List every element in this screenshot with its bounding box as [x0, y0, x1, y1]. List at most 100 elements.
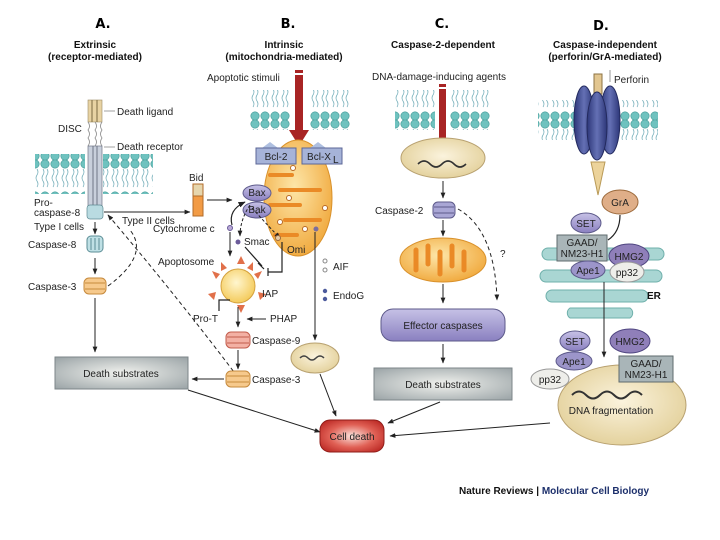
membrane-b-left — [250, 90, 290, 130]
label-type-ii-cells: Type II cells — [122, 216, 175, 227]
label-bclxl-sub: L — [333, 155, 339, 166]
label-caspase9: Caspase-9 — [252, 336, 301, 347]
label-gaad-2b: NM23-H1 — [625, 370, 668, 381]
label-gaad-1b: NM23-H1 — [561, 249, 604, 260]
endog-dot-1 — [322, 288, 328, 294]
label-death-ligand: Death ligand — [117, 107, 173, 118]
label-set-1: SET — [576, 219, 595, 230]
label-er: ER — [647, 291, 662, 302]
label-dna-agents: DNA-damage-inducing agents — [372, 72, 506, 83]
arrow-cyt-c-release — [230, 201, 246, 226]
nucleus-c — [400, 137, 486, 179]
label-pp32-2: pp32 — [539, 375, 562, 386]
label-gaad-2a: GAAD/ — [630, 359, 661, 370]
membrane-a-right — [103, 154, 153, 194]
mitochondrion-c — [399, 237, 487, 283]
panel-d-title: Caspase-independent — [553, 40, 658, 51]
label-omi: Omi — [287, 245, 305, 256]
label-apoptosome: Apoptosome — [158, 257, 215, 268]
label-caspase3-b: Caspase-3 — [252, 375, 301, 386]
label-smac: Smac — [244, 237, 270, 248]
membrane-b-right — [310, 90, 350, 130]
caspase3-a-icon — [83, 277, 107, 295]
dashed-caspase2-to-effector — [457, 208, 500, 301]
panel-letter-c: C. — [435, 17, 449, 32]
set-blob-1 — [570, 212, 602, 234]
label-ape1-2: Ape1 — [562, 357, 586, 368]
bcl2-box: Bcl-2 — [255, 142, 297, 165]
label-ape1-1: Ape1 — [576, 266, 600, 277]
label-death-substrates-a: Death substrates — [83, 369, 159, 380]
panel-b-header: B. Intrinsic (mitochondria-mediated) — [225, 17, 342, 63]
hmg2-blob-2 — [609, 328, 651, 354]
label-type-i-cells: Type I cells — [34, 222, 84, 233]
set-blob-2 — [559, 330, 591, 352]
smac-dot — [235, 239, 241, 245]
gra-blob — [601, 189, 639, 215]
omi-dot — [275, 235, 281, 241]
smac-inhibits-iap — [244, 246, 265, 270]
credit-line: Nature Reviews | Molecular Cell Biology — [459, 486, 650, 497]
credit-section: Molecular Cell Biology — [542, 486, 650, 497]
membrane-c-left — [395, 90, 435, 130]
arrow-substrates-c-to-cell-death — [387, 401, 441, 424]
caspase3-b-icon — [225, 370, 251, 388]
cytochrome-c-dot — [227, 225, 233, 231]
label-pro-t: Pro-T — [193, 314, 218, 325]
credit-separator: | — [533, 486, 541, 497]
arrow-substrates-a-to-cell-death — [187, 389, 321, 433]
arrow-gra-to-complex — [607, 214, 621, 241]
label-bcl2: Bcl-2 — [265, 152, 288, 163]
panel-b-title: Intrinsic — [265, 40, 304, 51]
dashed-caspase3-feedback — [107, 229, 137, 287]
label-bak: Bak — [248, 205, 266, 216]
membrane-c-right — [450, 90, 490, 130]
aif-dot-1 — [322, 258, 328, 264]
caspase2-icon — [432, 201, 456, 219]
endog-dot-2 — [322, 296, 328, 302]
omi-inhibits-iap — [267, 242, 283, 276]
label-caspase8: Caspase-8 — [28, 240, 77, 251]
stimulus-arrow-b — [289, 70, 309, 146]
death-receptor-complex — [86, 99, 104, 220]
label-effector-caspases: Effector caspases — [403, 321, 482, 332]
label-bax: Bax — [248, 188, 265, 199]
label-set-2: SET — [565, 337, 584, 348]
svg-text:Nature Reviews | Molecular Cel: Nature Reviews | Molecular Cell Biology — [459, 486, 650, 497]
prot-inhibit-symbol — [218, 299, 230, 311]
dna-helix-d — [571, 390, 643, 400]
panel-d-header: D. Caspase-independent (perforin/GrA-med… — [548, 19, 661, 63]
label-cytochrome-c: Cytochrome c — [153, 224, 215, 235]
death-substrates-box-c — [373, 367, 513, 401]
panel-a-subtitle: (receptor-mediated) — [48, 52, 142, 63]
caspase8-icon — [86, 235, 104, 253]
panel-a-title: Extrinsic — [74, 40, 117, 51]
arrow-nucleus-to-cell-death — [319, 373, 337, 417]
ape1-blob-1 — [570, 260, 606, 280]
panel-c-title: Caspase-2-dependent — [391, 40, 496, 51]
label-phap: PHAP — [270, 314, 298, 325]
credit-journal: Nature Reviews — [459, 486, 534, 497]
label-disc: DISC — [58, 124, 82, 135]
label-procaspase8-line1: Pro- — [34, 198, 53, 209]
label-death-substrates-c: Death substrates — [405, 380, 481, 391]
gra-entry-arrow — [590, 161, 606, 196]
label-procaspase8-line2: caspase-8 — [34, 208, 81, 219]
death-substrates-box-a — [54, 356, 189, 390]
label-dna-fragmentation: DNA fragmentation — [569, 406, 654, 417]
label-gra: GrA — [611, 198, 629, 209]
panel-c-header: C. Caspase-2-dependent — [391, 17, 496, 51]
gaad-box-1 — [556, 234, 608, 262]
label-gaad-1a: GAAD/ — [566, 238, 597, 249]
pp32-blob-1 — [609, 261, 645, 283]
arrow-dna-frag-to-cell-death — [389, 422, 551, 438]
label-bclxl: Bcl-X — [307, 152, 331, 163]
panel-b-subtitle: (mitochondria-mediated) — [225, 52, 342, 63]
panel-d-subtitle: (perforin/GrA-mediated) — [548, 52, 661, 63]
label-apoptotic-stimuli: Apoptotic stimuli — [207, 73, 280, 84]
aif-dot-2 — [322, 267, 328, 273]
label-aif: AIF — [333, 262, 349, 273]
label-pp32-1: pp32 — [616, 268, 639, 279]
caspase9-icon — [225, 331, 251, 349]
